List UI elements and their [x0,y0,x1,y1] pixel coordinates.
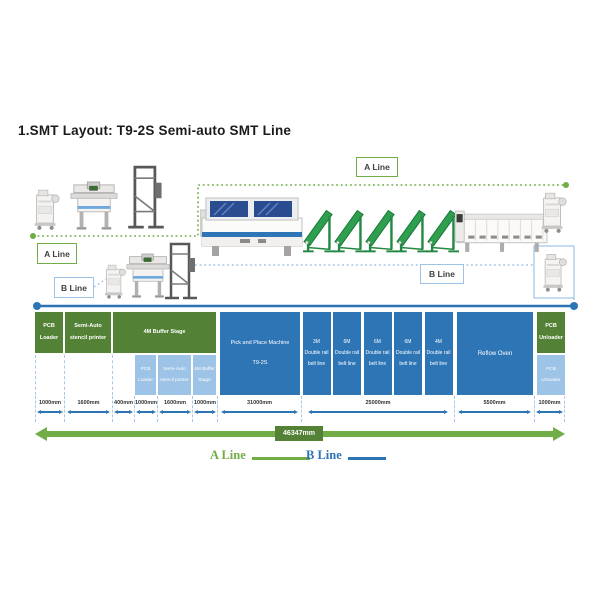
total-length-bar: 46347mm [35,426,565,442]
rail-size: 6M [404,339,412,345]
cell-pick-and-place: Pick and Place Machine T9-2S [220,312,300,395]
dimension-arrow [37,410,63,414]
rail-caption: Double rail belt line [335,350,359,367]
dimension-row: 1000mm 1600mm 400mm 1000mm 1600mm 1000mm… [35,396,565,423]
cell-b-pcb-unloader: PCB Unloader [537,355,565,395]
rail-size: 4M [435,339,442,345]
dimension-value: 5500mm [483,400,506,406]
legend-a-line-label: A Line [210,448,246,462]
a-line-label-left: A Line [37,243,77,264]
dimension-value: 25000mm [365,400,391,406]
rail-size: 6M [343,339,351,345]
belt-conveyor-icon-4 [396,206,429,254]
pcb-loader-machine-a-icon [30,186,62,232]
rail-size: 3M [313,339,320,345]
pick-and-place-model: T9-2S [252,359,268,366]
dimension-arrow [308,410,448,414]
dimension-segment: 5500mm [455,396,535,422]
a-line-end-dot [563,182,569,188]
total-arrow-right-icon [553,427,565,441]
legend-b-line-label: B Line [306,448,342,462]
dimension-arrow [135,410,157,414]
a-line-label-top: A Line [356,157,398,177]
pick-and-place-machine-icon [200,192,304,258]
dimension-value: 1000mm [38,400,62,406]
buffer-stage-frame-b-icon [163,240,199,300]
dimension-arrow [159,410,191,414]
dimension-segment: 1000mm [535,396,565,422]
b-line-label-mid: B Line [420,264,464,284]
dimension-arrow [193,410,217,414]
cell-b-pcb-loader: PCB Loader [135,355,156,395]
pcb-loader-machine-b-icon [101,262,128,300]
dimension-arrow [536,410,563,414]
buffer-stage-frame-a-icon [126,158,166,234]
pcb-unloader-machine-b-icon [539,250,569,294]
cell-a-stencil-printer: Semi-Auto stencil printer [65,312,111,353]
dimension-value: 1600mm [77,400,100,406]
rail-caption: Double rail belt line [426,350,451,367]
dimension-segment: 1000mm [135,396,158,422]
a-line-start-dot [30,233,36,239]
cell-b-buffer-stage: 4M Buffer Stage [193,355,216,395]
belt-conveyor-icon-3 [365,206,398,254]
dimension-value: 1000mm [193,400,217,406]
ghost-separator [112,355,113,395]
layout-table: PCB Loader Semi-Auto stencil printer 4M … [35,312,565,395]
b-line-end-dot [570,302,578,310]
dimension-segment: 1000mm [193,396,218,422]
dimension-value: 1600mm [163,400,187,406]
dimension-value: 400mm [114,400,133,406]
dimension-arrow [113,410,134,414]
pick-and-place-name: Pick and Place Machine [230,339,290,346]
rail-caption: Double rail belt line [365,350,390,367]
dimension-segment: 31000mm [218,396,302,422]
dimension-arrow [458,410,531,414]
rail-caption: Double rail belt line [304,350,329,367]
dimension-segment: 1600mm [65,396,113,422]
dimension-segment: 1000mm [35,396,65,422]
dimension-value: 1000mm [134,400,158,406]
dimension-segment: 1600mm [158,396,193,422]
b-line-start-dot [33,302,41,310]
cell-rail-belt-5: 4M Double rail belt line [424,312,453,395]
stencil-printer-machine-a-icon [70,180,118,232]
cell-a-pcb-loader: PCB Loader [35,312,63,353]
b-line-unloader-frame [533,245,575,299]
cell-rail-belt-2: 6M Double rail belt line [333,312,361,395]
cell-rail-belt-3: 6M Double rail belt line [363,312,392,395]
belt-conveyor-icon-1 [303,206,336,254]
dimension-value: 1000mm [538,400,561,406]
dimension-arrow [66,410,111,414]
cell-reflow-oven: Reflow Oven [457,312,533,395]
rail-size: 6M [374,339,381,345]
total-length-value: 46347mm [275,426,323,441]
legend-a-line-swatch [252,457,310,460]
dimension-segment: 400mm [113,396,135,422]
cell-rail-belt-1: 3M Double rail belt line [302,312,331,395]
dimension-value: 31000mm [246,400,273,406]
cell-a-pcb-unloader: PCB Unloader [537,312,565,353]
cell-a-buffer-stage: 4M Buffer Stage [113,312,216,353]
belt-conveyor-icon-2 [334,206,367,254]
legend-b-line-swatch [348,457,386,460]
cell-b-stencil-printer: Semi-Auto stencil printer [158,355,191,395]
ghost-separator [64,355,65,395]
page-title: 1.SMT Layout: T9-2S Semi-auto SMT Line [18,123,292,138]
dimension-arrow [221,410,298,414]
b-line-label-left: B Line [54,277,94,298]
rail-caption: Double rail belt line [396,350,420,367]
dimension-segment: 25000mm [302,396,455,422]
cell-rail-belt-4: 6M Double rail belt line [394,312,422,395]
reflow-oven-icon [455,210,549,255]
pcb-unloader-machine-a-icon [537,190,569,234]
total-arrow-left-icon [35,427,47,441]
ghost-separator [35,355,36,395]
